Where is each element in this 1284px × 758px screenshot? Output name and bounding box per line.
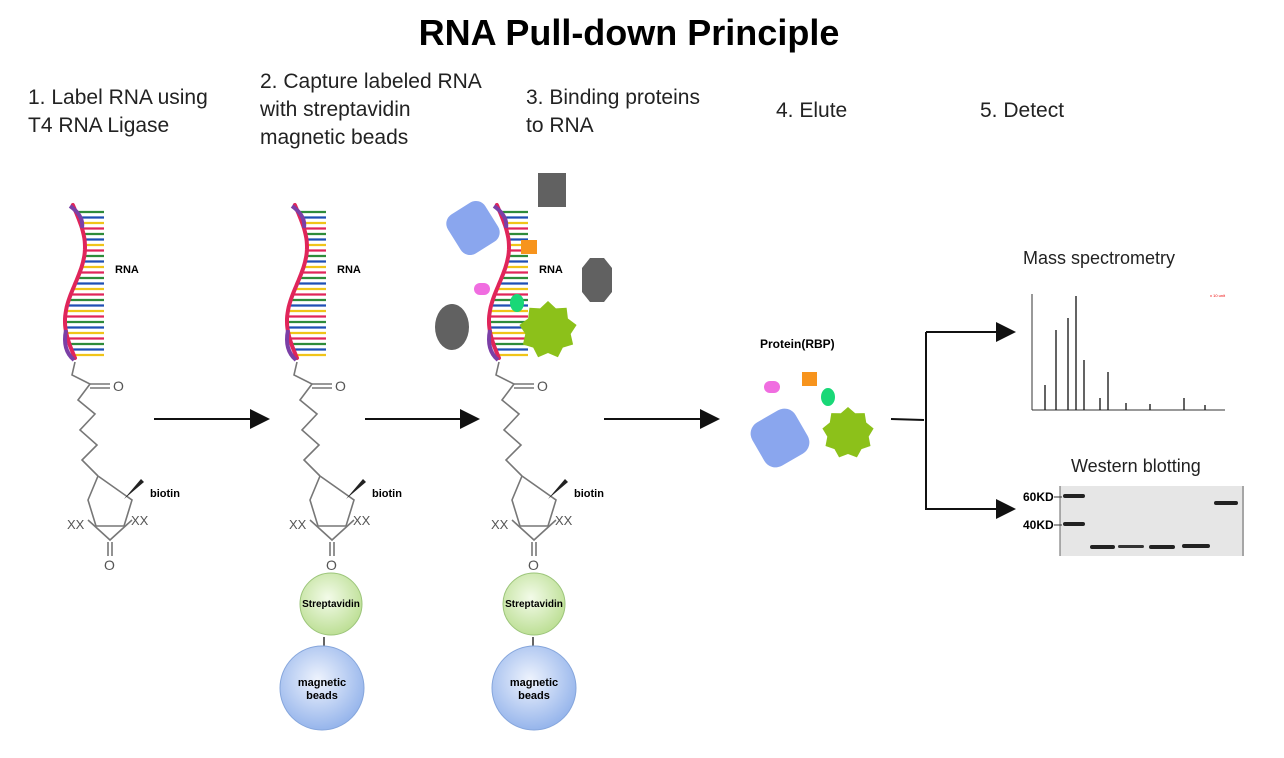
svg-text:XX: XX: [131, 513, 149, 528]
streptavidin-sphere-2: [299, 572, 363, 636]
protein-pink-small: [474, 283, 490, 295]
svg-text:XX: XX: [555, 513, 573, 528]
svg-text:O: O: [104, 557, 115, 573]
rna-label: RNA: [115, 264, 139, 276]
step-1-label: 1. Label RNA using T4 RNA Ligase: [28, 86, 208, 137]
svg-text:O: O: [537, 378, 548, 394]
protein-teal-small: [510, 294, 524, 312]
svg-text:O: O: [528, 557, 539, 573]
protein-gray-square: [538, 173, 566, 207]
protein-gray-octagon: [582, 258, 612, 302]
eluted-teal-protein: [821, 388, 835, 406]
magnetic-bead-label-2b: beads: [306, 690, 338, 702]
step-4-label: 4. Elute: [776, 99, 848, 122]
step-2-label: 2. Capture labeled RNA with streptavidin…: [260, 70, 482, 149]
svg-text:O: O: [335, 378, 346, 394]
biotin-label: biotin: [150, 488, 180, 500]
magnetic-bead-3: [491, 645, 577, 731]
step-5-label: 5. Detect: [980, 99, 1065, 122]
marker-40kd: 40KD: [1023, 518, 1054, 532]
mass-spec-title: Mass spectrometry: [1023, 248, 1175, 268]
rna-label: RNA: [337, 264, 361, 276]
svg-text:XX: XX: [353, 513, 371, 528]
magnetic-bead-2: [279, 645, 365, 731]
detect-split-arrow: [890, 322, 1016, 519]
svg-text:O: O: [326, 557, 337, 573]
protein-gray-oval: [435, 304, 469, 350]
svg-text:XX: XX: [67, 517, 85, 532]
mass-spectrum-plot: x 10 unit: [1031, 293, 1226, 411]
eluted-blue-protein: [750, 408, 810, 468]
magnetic-bead-label-2a: magnetic: [298, 677, 346, 689]
step-3-label: 3. Binding proteins to RNA: [526, 86, 700, 137]
eluted-orange-protein: [802, 372, 817, 386]
protein-blue-rounded: [446, 200, 500, 256]
protein-green-star: [519, 301, 577, 358]
marker-60kd: 60KD: [1023, 490, 1054, 504]
streptavidin-sphere-3: [502, 572, 566, 636]
protein-rbp-label: Protein(RBP): [760, 337, 835, 351]
streptavidin-label-3: Streptavidin: [505, 599, 563, 610]
svg-text:x 10 unit: x 10 unit: [1210, 293, 1226, 298]
biotin-label: biotin: [574, 488, 604, 500]
western-title: Western blotting: [1071, 456, 1201, 476]
eluted-green-protein: [822, 407, 874, 458]
svg-text:O: O: [113, 378, 124, 394]
diagram-title: RNA Pull-down Principle: [418, 12, 840, 53]
eluted-pink-protein: [764, 381, 780, 393]
svg-text:XX: XX: [289, 517, 307, 532]
western-blot-image: [1054, 486, 1244, 556]
magnetic-bead-label-3b: beads: [518, 690, 550, 702]
magnetic-bead-label-3a: magnetic: [510, 677, 558, 689]
svg-text:XX: XX: [491, 517, 509, 532]
biotin-label: biotin: [372, 488, 402, 500]
streptavidin-label-2: Streptavidin: [302, 599, 360, 610]
protein-orange-small: [521, 240, 537, 254]
rna-label: RNA: [539, 264, 563, 276]
